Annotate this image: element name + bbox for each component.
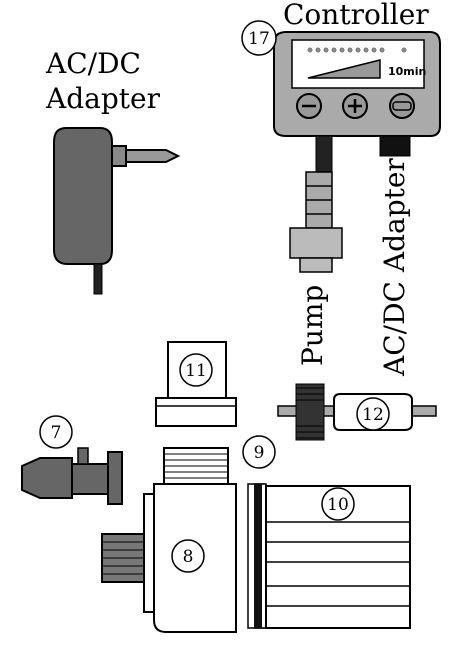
minus-button[interactable] bbox=[296, 93, 322, 119]
part-number-17: 17 bbox=[248, 29, 270, 49]
part-number-7: 7 bbox=[51, 423, 62, 443]
ac-dc-adapter bbox=[53, 127, 181, 295]
part-11: 11 bbox=[155, 341, 237, 427]
part-8: 8 bbox=[101, 447, 237, 633]
pump-label: Pump bbox=[296, 285, 329, 366]
part-number-12: 12 bbox=[362, 405, 384, 425]
controller-unit: 10min 17 bbox=[241, 20, 441, 137]
pump-cable bbox=[289, 135, 343, 273]
plus-icon bbox=[348, 99, 362, 113]
power-icon bbox=[392, 101, 412, 111]
level-indicator bbox=[307, 59, 381, 79]
timer-label: 10min bbox=[388, 65, 426, 78]
part-12: 12 bbox=[277, 383, 437, 441]
part-10: 10 bbox=[247, 483, 411, 629]
plus-button[interactable] bbox=[342, 93, 368, 119]
adapter-label-line2: Adapter bbox=[45, 82, 161, 115]
controller-display bbox=[291, 39, 425, 89]
part-7: 7 bbox=[21, 415, 123, 505]
part-number-8: 8 bbox=[183, 547, 194, 567]
part-number-11: 11 bbox=[185, 361, 207, 381]
adapter-label-line1: AC/DC bbox=[45, 47, 141, 80]
part-number-circle-17 bbox=[241, 20, 277, 56]
adapter-cable bbox=[379, 135, 411, 157]
power-button[interactable] bbox=[389, 93, 415, 119]
part-number-9: 9 bbox=[254, 443, 265, 463]
part-number-10: 10 bbox=[327, 495, 349, 515]
controller-label: Controller bbox=[283, 0, 429, 31]
adapter-vertical-label: AC/DC Adapter bbox=[378, 158, 411, 377]
